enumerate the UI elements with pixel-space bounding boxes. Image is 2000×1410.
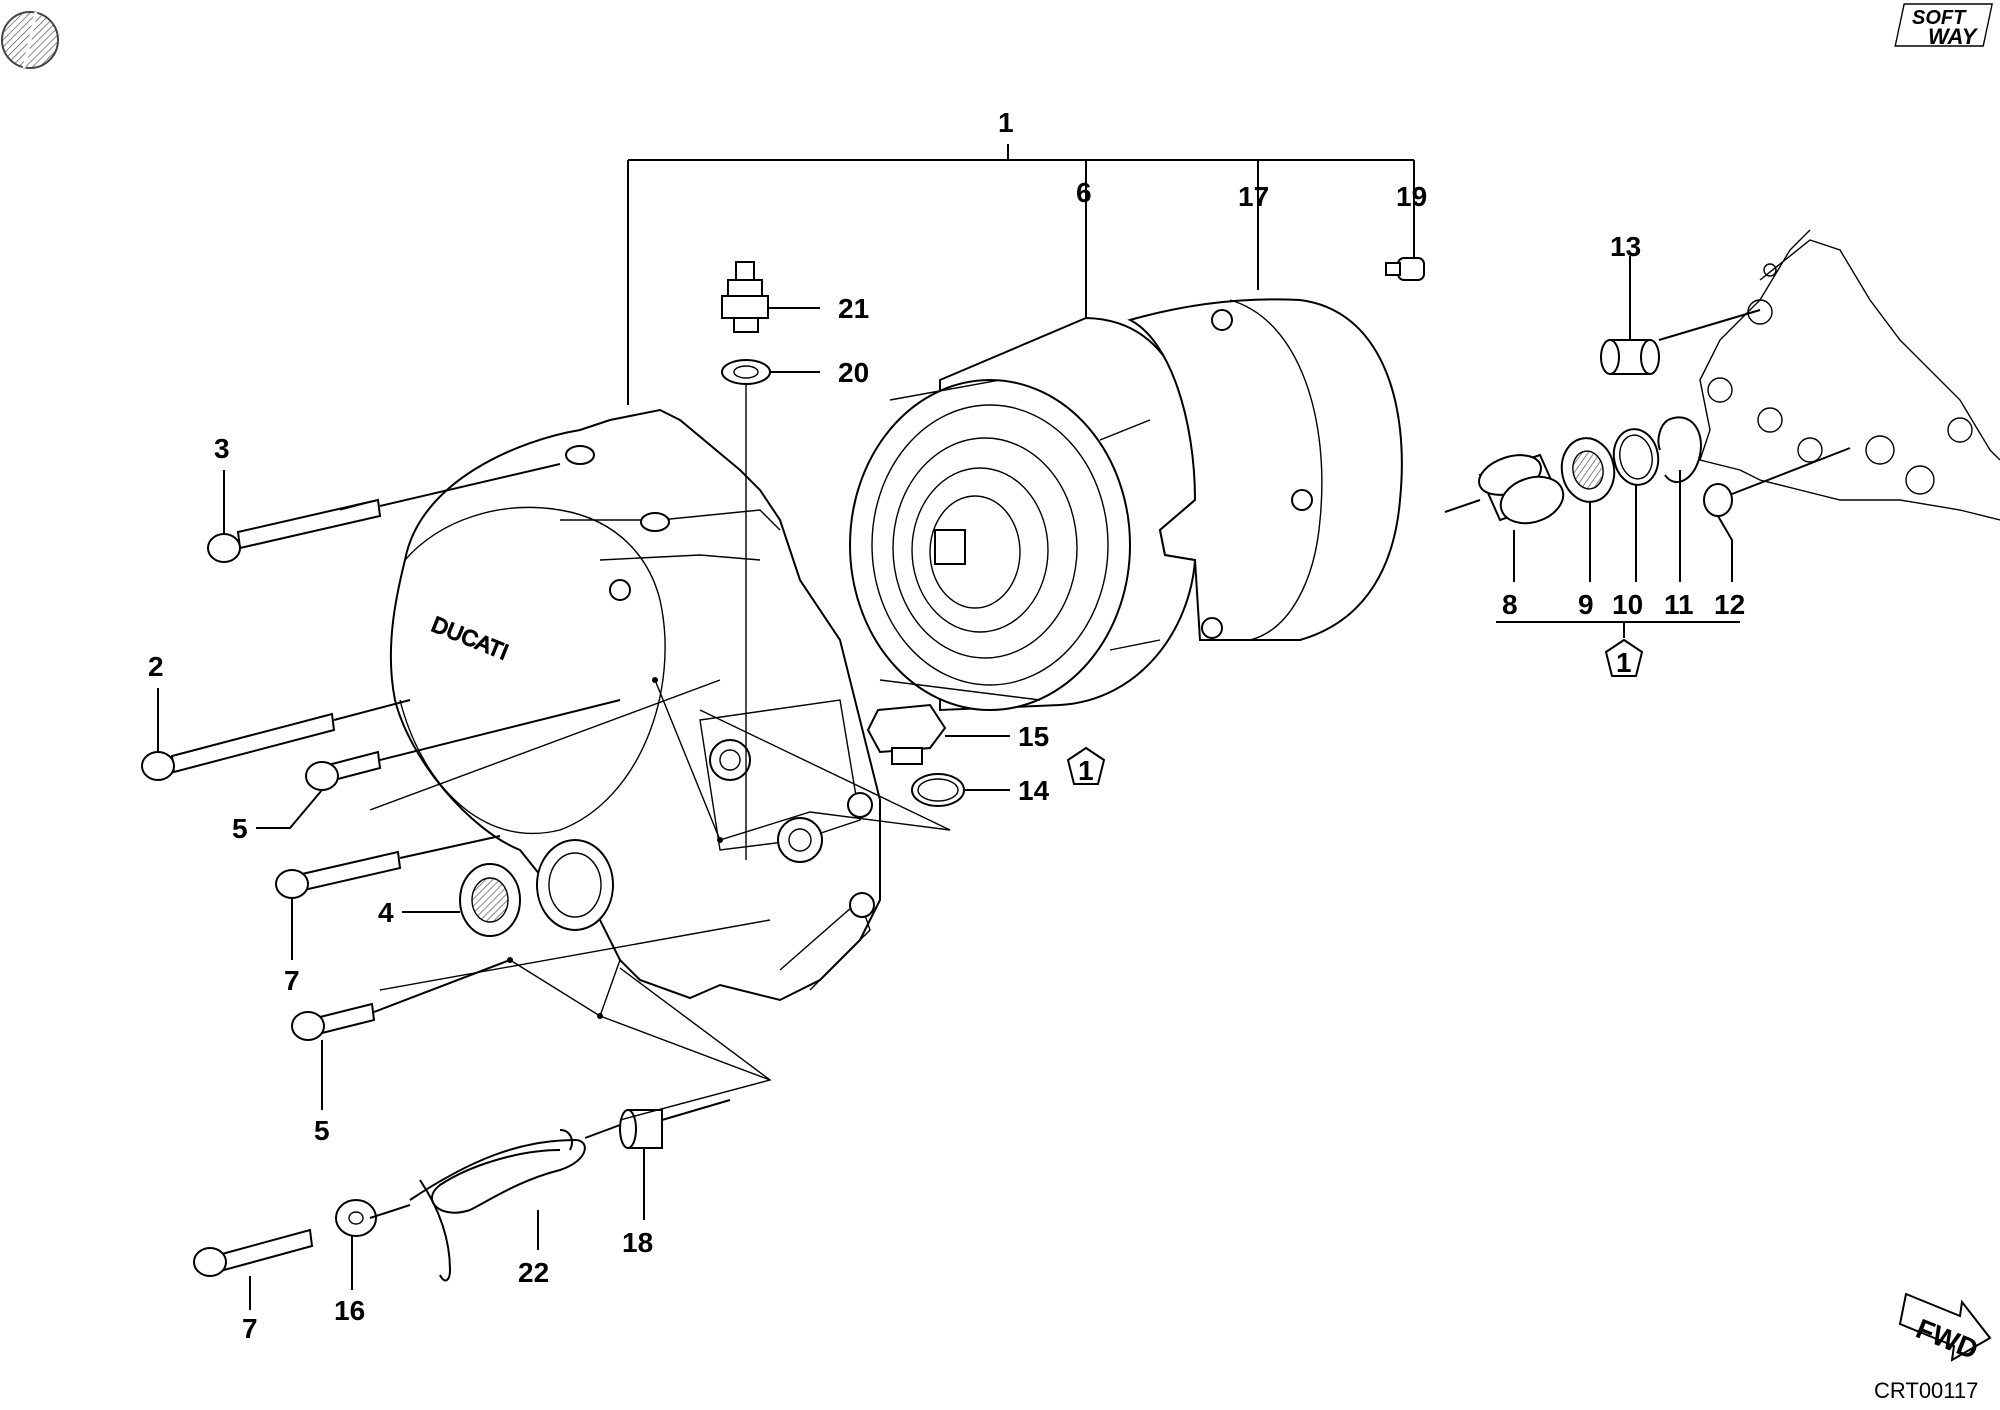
temperature-sensor bbox=[721, 261, 820, 333]
seal bbox=[459, 863, 521, 937]
callout-15: 15 bbox=[1018, 721, 1049, 752]
bush bbox=[1444, 453, 1565, 525]
circlip bbox=[1657, 416, 1702, 484]
callout-14: 14 bbox=[1018, 775, 1050, 806]
callout-8: 8 bbox=[1502, 589, 1518, 620]
callout-5-upper: 5 bbox=[232, 813, 248, 844]
diagram-code: CRT00117 bbox=[1874, 1378, 1978, 1403]
callout-7-lower: 7 bbox=[242, 1313, 258, 1344]
softway-logo: SOFT WAY bbox=[1894, 3, 1993, 49]
clutch-cover: DUCATI bbox=[389, 408, 881, 1002]
svg-text:WAY: WAY bbox=[1928, 24, 1979, 49]
screw bbox=[193, 1228, 314, 1277]
reference-marker: 1 bbox=[1066, 746, 1106, 786]
callout-10: 10 bbox=[1612, 589, 1643, 620]
callout-2: 2 bbox=[148, 651, 164, 682]
callout-1: 1 bbox=[998, 107, 1014, 138]
callout-21: 21 bbox=[838, 293, 869, 324]
callout-labels: 1 6 17 19 13 21 20 3 2 5 4 7 5 7 16 22 1… bbox=[148, 107, 1745, 1344]
callout-7-upper: 7 bbox=[284, 965, 300, 996]
callout-17: 17 bbox=[1238, 181, 1269, 212]
callout-6: 6 bbox=[1076, 177, 1092, 208]
long-screw bbox=[207, 463, 561, 563]
callout-16: 16 bbox=[334, 1295, 365, 1326]
ring bbox=[1612, 428, 1660, 486]
manufacturer-logo-icon bbox=[1, 11, 59, 69]
callout-4: 4 bbox=[378, 897, 394, 928]
forward-direction-icon: FWD bbox=[1898, 1292, 1992, 1365]
sub-assembly-bracket bbox=[1496, 621, 1740, 638]
o-ring bbox=[911, 773, 1010, 807]
svg-text:1: 1 bbox=[1078, 755, 1094, 786]
callout-9: 9 bbox=[1578, 589, 1594, 620]
dowel bbox=[1600, 309, 1761, 375]
washer bbox=[335, 1199, 377, 1237]
washer bbox=[721, 359, 820, 860]
svg-text:SOFT: SOFT bbox=[1912, 7, 1967, 29]
screw bbox=[291, 959, 511, 1041]
callout-19: 19 bbox=[1396, 181, 1427, 212]
screw bbox=[305, 699, 621, 791]
seal bbox=[1560, 437, 1616, 503]
bush bbox=[619, 1099, 731, 1149]
screw bbox=[275, 835, 501, 899]
cable-clip bbox=[369, 1124, 621, 1282]
oil-filler-plug bbox=[866, 703, 1010, 765]
callout-3: 3 bbox=[214, 433, 230, 464]
callout-13: 13 bbox=[1610, 231, 1641, 262]
callout-5-lower: 5 bbox=[314, 1115, 330, 1146]
screw bbox=[1385, 257, 1425, 281]
callout-22: 22 bbox=[518, 1257, 549, 1288]
callout-20: 20 bbox=[838, 357, 869, 388]
assembly-bracket bbox=[627, 144, 1415, 405]
callout-11: 11 bbox=[1664, 589, 1694, 620]
leader-lines bbox=[157, 212, 1733, 1310]
outer-cover bbox=[1127, 298, 1403, 641]
o-ring bbox=[1703, 447, 1851, 517]
callout-12: 12 bbox=[1714, 589, 1745, 620]
engine-case bbox=[1699, 229, 2000, 521]
reference-marker: 1 bbox=[1604, 638, 1644, 678]
svg-text:1: 1 bbox=[1616, 647, 1632, 678]
clutch-pressure-plate bbox=[849, 316, 1197, 712]
callout-18: 18 bbox=[622, 1227, 653, 1258]
